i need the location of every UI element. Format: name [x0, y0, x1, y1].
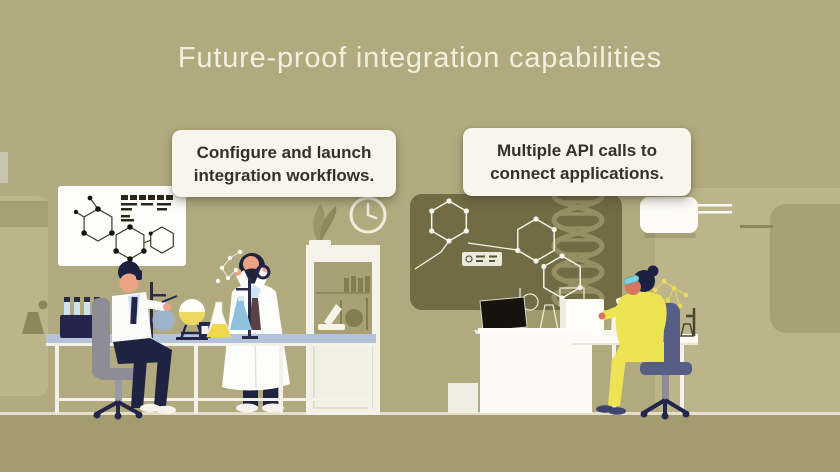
callout-right: Multiple API calls to connect applicatio… [463, 128, 691, 196]
female-scientist [596, 265, 696, 420]
whiteboard-molecule-diagram [58, 186, 186, 266]
seated-scientist [92, 261, 178, 420]
left-wall-tab [0, 152, 8, 183]
wall-clock [349, 196, 387, 234]
lab-bench [46, 334, 376, 414]
callout-right-text: Multiple API calls to connect applicatio… [490, 141, 664, 183]
left-wall-door [0, 196, 48, 396]
right-wall-panel [655, 188, 840, 415]
yellow-erlenmeyer-flask [206, 301, 232, 338]
floor [0, 412, 840, 472]
small-flask-stand [680, 308, 696, 337]
dna-helix [551, 194, 605, 312]
office-chair-left [92, 298, 143, 420]
microscope-silhouette [318, 304, 345, 330]
callout-left-text: Configure and launch integration workflo… [193, 142, 375, 185]
floor-box [448, 383, 478, 413]
potted-plant [309, 204, 337, 251]
checklist-badge [462, 252, 502, 266]
heating-dome-flask [176, 299, 208, 340]
callout-left: Configure and launch integration workflo… [172, 130, 396, 197]
slide-title: Future-proof integration capabilities [177, 42, 663, 74]
wall-dispenser [640, 197, 732, 238]
blue-erlenmeyer-on-stand [230, 277, 258, 339]
dna-research-board [410, 194, 622, 312]
